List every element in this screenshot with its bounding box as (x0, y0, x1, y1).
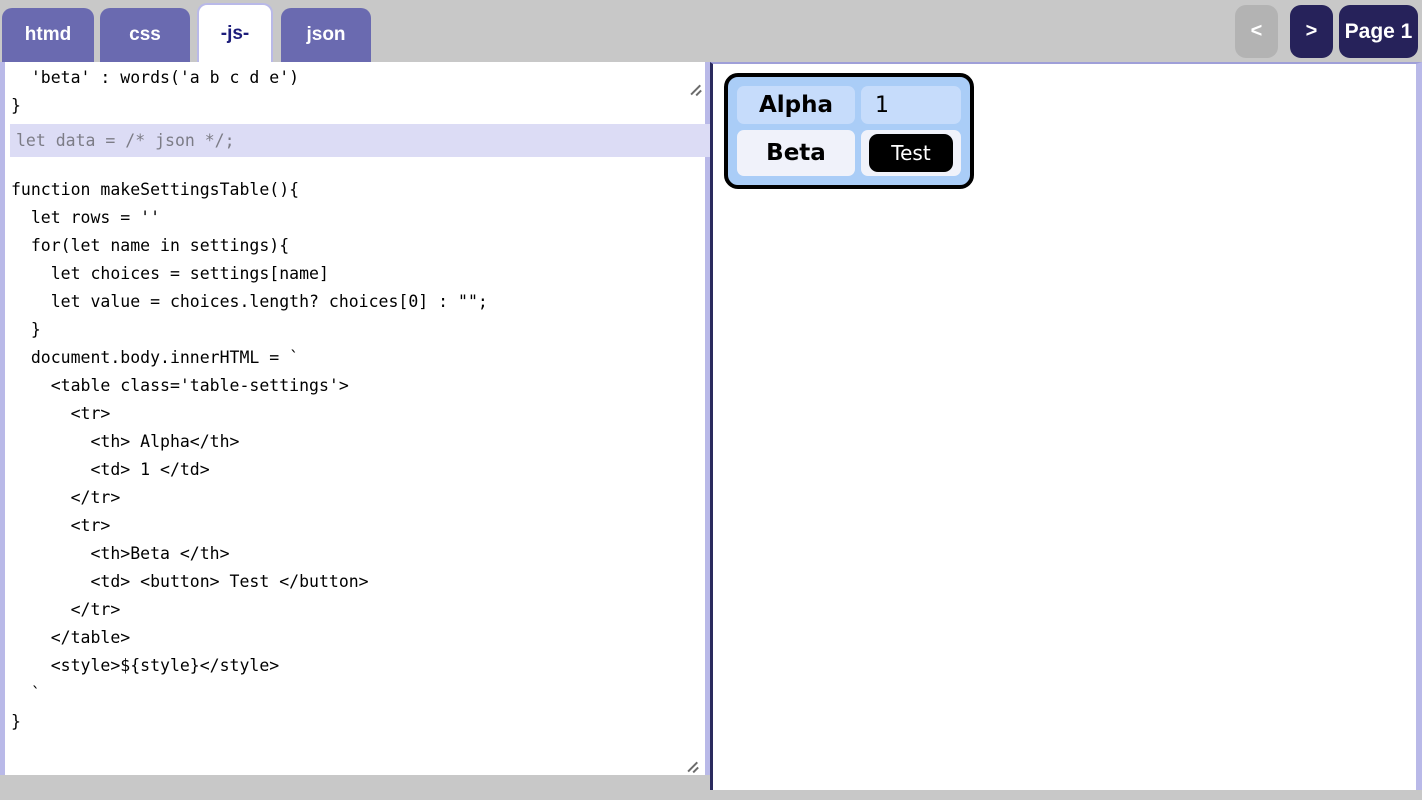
preview-document: Alpha 1 Beta Test (713, 64, 1416, 790)
tab-css-label: css (129, 24, 161, 45)
prev-page-button[interactable]: < (1235, 5, 1278, 58)
test-button[interactable]: Test (869, 134, 953, 172)
tab-htmd-label: htmd (24, 24, 72, 45)
setting-value-alpha: 1 (861, 86, 961, 124)
table-row: Alpha 1 (737, 86, 961, 124)
setting-name-alpha: Alpha (737, 86, 855, 124)
table-row: Beta Test (737, 130, 961, 176)
code-editor-textarea[interactable] (5, 62, 705, 775)
tab-js[interactable]: -js- (197, 3, 273, 62)
chevron-left-icon: < (1250, 20, 1263, 42)
page-indicator-label: Page 1 (1344, 19, 1413, 43)
tab-json-label: json (306, 24, 346, 45)
resize-grip-icon[interactable] (688, 80, 702, 94)
tab-json[interactable]: json (281, 8, 371, 62)
settings-table: Alpha 1 Beta Test (724, 73, 974, 189)
code-editor-pane (0, 62, 710, 775)
preview-pane: Alpha 1 Beta Test (710, 62, 1422, 790)
tab-js-label: -js- (220, 22, 250, 44)
data-declaration-input[interactable] (10, 124, 710, 157)
data-declaration-row (5, 62, 710, 157)
top-bar: htmd css -js- json < > Page 1 (0, 0, 1422, 62)
setting-name-beta: Beta (737, 130, 855, 176)
next-page-button[interactable]: > (1290, 5, 1333, 58)
bottom-strip (0, 790, 1422, 800)
page-indicator-button[interactable]: Page 1 (1339, 5, 1418, 58)
chevron-right-icon: > (1305, 20, 1318, 42)
tab-css[interactable]: css (100, 8, 190, 62)
setting-value-beta: Test (861, 130, 961, 176)
tab-htmd[interactable]: htmd (2, 8, 94, 62)
